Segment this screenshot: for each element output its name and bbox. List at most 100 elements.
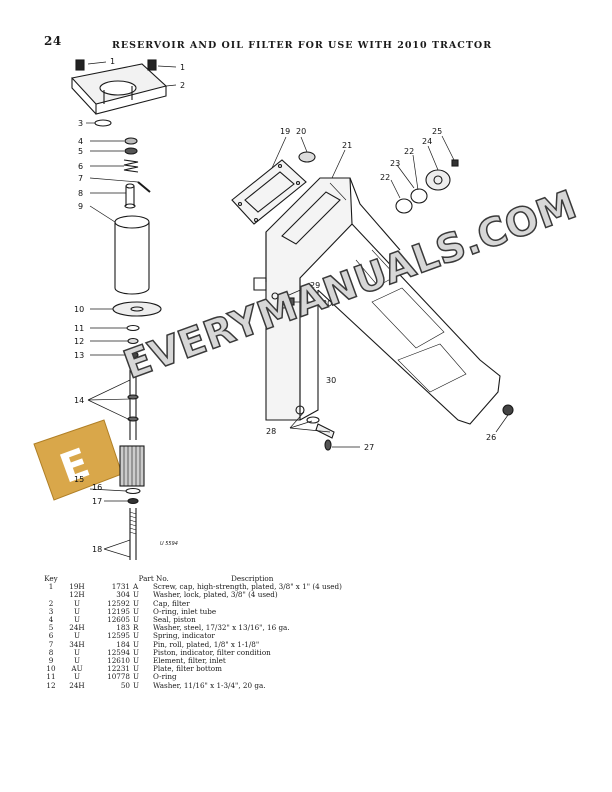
- row-part-suffix: U: [133, 590, 140, 600]
- row-key: 11: [46, 672, 56, 682]
- row-part-prefix: U: [73, 647, 81, 657]
- header-key: Key: [44, 574, 58, 583]
- row-part-suffix: A: [133, 582, 139, 592]
- row-key: 10: [46, 664, 56, 674]
- callout-label: 13: [74, 351, 84, 360]
- row-part-prefix: U: [73, 598, 81, 608]
- row-key: 5: [48, 623, 54, 633]
- watermark-logo-badge: E: [33, 419, 123, 501]
- callout-label: 22: [380, 173, 390, 182]
- callout-label: 26: [486, 433, 496, 442]
- callout-label: 1: [180, 63, 185, 72]
- leader-lines-right: [271, 135, 509, 448]
- row-part-prefix: U: [73, 672, 81, 682]
- callout-label: 7: [78, 174, 83, 183]
- callout-label: 21: [342, 141, 352, 150]
- callout-label: 15: [74, 475, 84, 484]
- row-part-prefix: 24H: [69, 680, 85, 690]
- callout-label: 4: [78, 137, 83, 146]
- row-key: 2: [48, 598, 54, 608]
- callout-label: 24: [422, 137, 432, 146]
- row-part-prefix: 34H: [69, 639, 85, 649]
- row-part-number: 12595: [107, 631, 130, 641]
- callout-label: 27: [364, 443, 374, 452]
- row-key: 12: [46, 680, 56, 690]
- row-part-number: 12605: [107, 615, 130, 625]
- callout-label: 11: [74, 324, 84, 333]
- callout-label: 16: [92, 483, 102, 492]
- row-part-number: 183: [116, 623, 130, 633]
- callout-label: 25: [432, 127, 442, 136]
- page-title: RESERVOIR AND OIL FILTER FOR USE WITH 20…: [112, 40, 493, 51]
- row-key: 4: [48, 615, 54, 625]
- row-part-number: 304: [116, 590, 130, 600]
- callout-labels: 1 1 2 3 4 5 6 7 8 9 10 11 12 13 14 15 16…: [74, 57, 496, 554]
- header-part-no: Part No. Description: [64, 574, 342, 583]
- reservoir-drawing: [231, 151, 514, 451]
- header-part-no-text: Part No.: [138, 574, 169, 583]
- row-description: Screw, cap, high-strength, plated, 3/8" …: [153, 582, 342, 592]
- row-part-number: 10778: [107, 672, 130, 682]
- row-part-suffix: U: [133, 647, 140, 657]
- callout-label: 5: [78, 147, 83, 156]
- row-description: Washer, 11/16" x 1-3/4", 20 ga.: [153, 680, 266, 690]
- row-part-suffix: U: [133, 656, 140, 666]
- row-key: 1: [48, 582, 54, 592]
- row-part-number: 12195: [107, 606, 130, 616]
- callout-label: 3: [78, 119, 83, 128]
- row-part-number: 12594: [107, 647, 130, 657]
- callout-label: 30: [326, 376, 336, 385]
- row-description: Plate, filter bottom: [153, 664, 222, 674]
- header-description: Description: [231, 574, 274, 583]
- row-description: Washer, steel, 17/32" x 13/16", 16 ga.: [153, 623, 290, 633]
- callout-label: 1: [110, 57, 115, 66]
- row-part-suffix: U: [133, 672, 140, 682]
- leader-lines-left: [86, 61, 177, 558]
- row-part-suffix: U: [133, 615, 140, 625]
- callout-label: 28: [266, 427, 276, 436]
- page-number: 24: [44, 34, 62, 48]
- row-part-prefix: 24H: [69, 623, 85, 633]
- callout-label: 18: [92, 545, 102, 554]
- row-part-number: 12231: [107, 664, 130, 674]
- row-description: O-ring, inlet tube: [153, 606, 217, 616]
- callout-label: 22: [404, 147, 414, 156]
- row-part-suffix: R: [133, 623, 139, 633]
- row-key: 6: [48, 631, 54, 641]
- row-description: Spring, indicator: [153, 631, 215, 641]
- row-part-suffix: U: [133, 680, 140, 690]
- row-key: 9: [48, 656, 54, 666]
- row-part-suffix: U: [133, 606, 140, 616]
- row-part-suffix: U: [133, 639, 140, 649]
- callout-label: 14: [74, 396, 84, 405]
- row-part-prefix: U: [73, 631, 81, 641]
- row-description: Piston, indicator, filter condition: [153, 647, 271, 657]
- row-part-prefix: U: [73, 606, 81, 616]
- callout-label: 30: [322, 299, 332, 308]
- row-key: 8: [48, 647, 54, 657]
- row-part-number: 50: [120, 680, 130, 690]
- callout-label: 6: [78, 162, 83, 171]
- row-description: O-ring: [153, 672, 177, 682]
- row-key: 7: [48, 639, 54, 649]
- row-description: Pin, roll, plated, 1/8" x 1-1/8": [153, 639, 260, 649]
- row-part-number: 1731: [111, 582, 130, 592]
- row-part-prefix: 19H: [69, 582, 85, 592]
- row-description: Washer, lock, plated, 3/8" (4 used): [153, 590, 278, 600]
- row-description: Seal, piston: [153, 615, 196, 625]
